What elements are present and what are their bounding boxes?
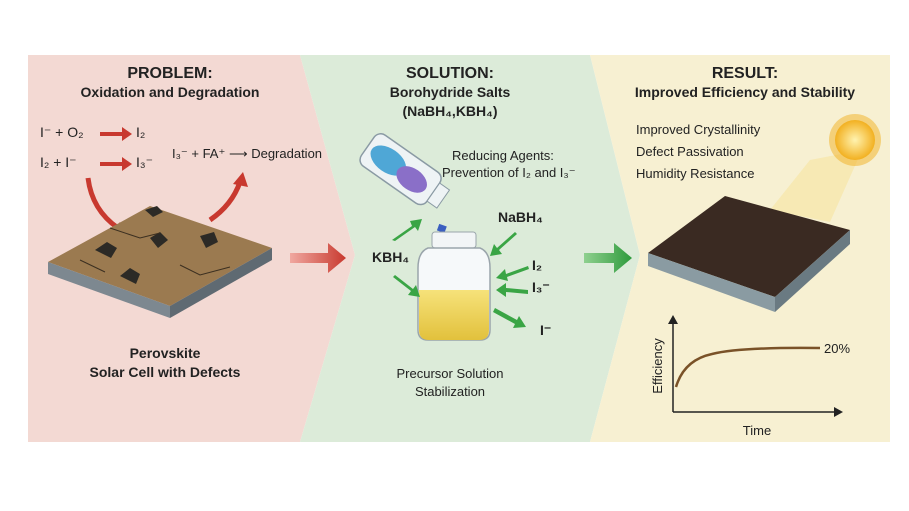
problem-caption-line2: Solar Cell with Defects xyxy=(90,364,241,380)
equation-3: I₃⁻ + FA⁺ ⟶ Degradation xyxy=(172,146,322,161)
green-transition-arrow-icon xyxy=(584,243,632,273)
green-arrow-icon xyxy=(392,219,422,241)
reducing-agents-line1: Reducing Agents: xyxy=(452,148,554,163)
result-subtitle: Improved Efficiency and Stability xyxy=(635,84,855,100)
efficiency-graph: 20% Efficiency Time xyxy=(650,315,850,438)
green-arrows xyxy=(392,219,529,328)
benefit-item: Humidity Resistance xyxy=(636,166,755,181)
green-arrow-icon xyxy=(496,283,528,297)
efficiency-curve xyxy=(674,346,821,388)
solution-caption-line2: Stabilization xyxy=(415,384,485,399)
red-arrow-head xyxy=(233,172,248,187)
red-curved-arrow-icon xyxy=(85,177,120,231)
improved-solar-cell xyxy=(648,196,850,312)
reducing-agents-line2: Prevention of I₂ and I₃⁻ xyxy=(442,165,576,180)
x-axis-arrow-icon xyxy=(834,407,843,417)
y-axis-arrow-icon xyxy=(668,315,678,324)
graph-y-label: Efficiency xyxy=(650,338,665,394)
green-arrow-icon xyxy=(496,266,529,281)
i3-label: I₃⁻ xyxy=(532,279,550,295)
solution-subtitle-line1: Borohydride Salts xyxy=(390,84,511,100)
i2-label: I₂ xyxy=(532,257,542,273)
problem-title: PROBLEM: xyxy=(127,65,212,82)
kbh4-label: KBH₄ xyxy=(372,249,409,265)
green-arrow-icon xyxy=(393,275,420,297)
equation-1-right: I₂ xyxy=(136,124,145,140)
nabh4-label: NaBH₄ xyxy=(498,209,543,225)
equation-2-right: I₃⁻ xyxy=(136,154,153,170)
result-title: RESULT: xyxy=(712,65,778,82)
equation-2-left: I₂ + I⁻ xyxy=(40,154,77,170)
iodide-label: I⁻ xyxy=(540,322,551,338)
green-arrow-icon xyxy=(493,308,526,328)
solution-subtitle-line2: (NaBH₄,KBH₄) xyxy=(402,103,497,119)
graph-value-label: 20% xyxy=(824,341,850,356)
solution-title: SOLUTION: xyxy=(406,65,494,82)
degraded-perovskite-cell xyxy=(48,206,272,318)
equation-1-left: I⁻ + O₂ xyxy=(40,124,84,140)
red-arrow-icon xyxy=(100,127,132,141)
precursor-jar-icon xyxy=(417,231,491,341)
benefit-item: Improved Crystallinity xyxy=(636,122,761,137)
solution-caption-line1: Precursor Solution xyxy=(397,366,504,381)
red-curved-arrow-icon xyxy=(208,181,243,223)
sunlight-beam xyxy=(770,150,862,222)
problem-subtitle: Oxidation and Degradation xyxy=(81,84,260,100)
benefit-item: Defect Passivation xyxy=(636,144,744,159)
red-transition-arrow-icon xyxy=(290,243,346,273)
problem-caption-line1: Perovskite xyxy=(130,345,201,361)
tilted-vial-icon xyxy=(359,133,451,234)
red-arrow-icon xyxy=(100,157,132,171)
green-arrow-icon xyxy=(490,232,517,256)
sun-icon xyxy=(829,114,881,166)
graph-x-label: Time xyxy=(743,423,771,438)
